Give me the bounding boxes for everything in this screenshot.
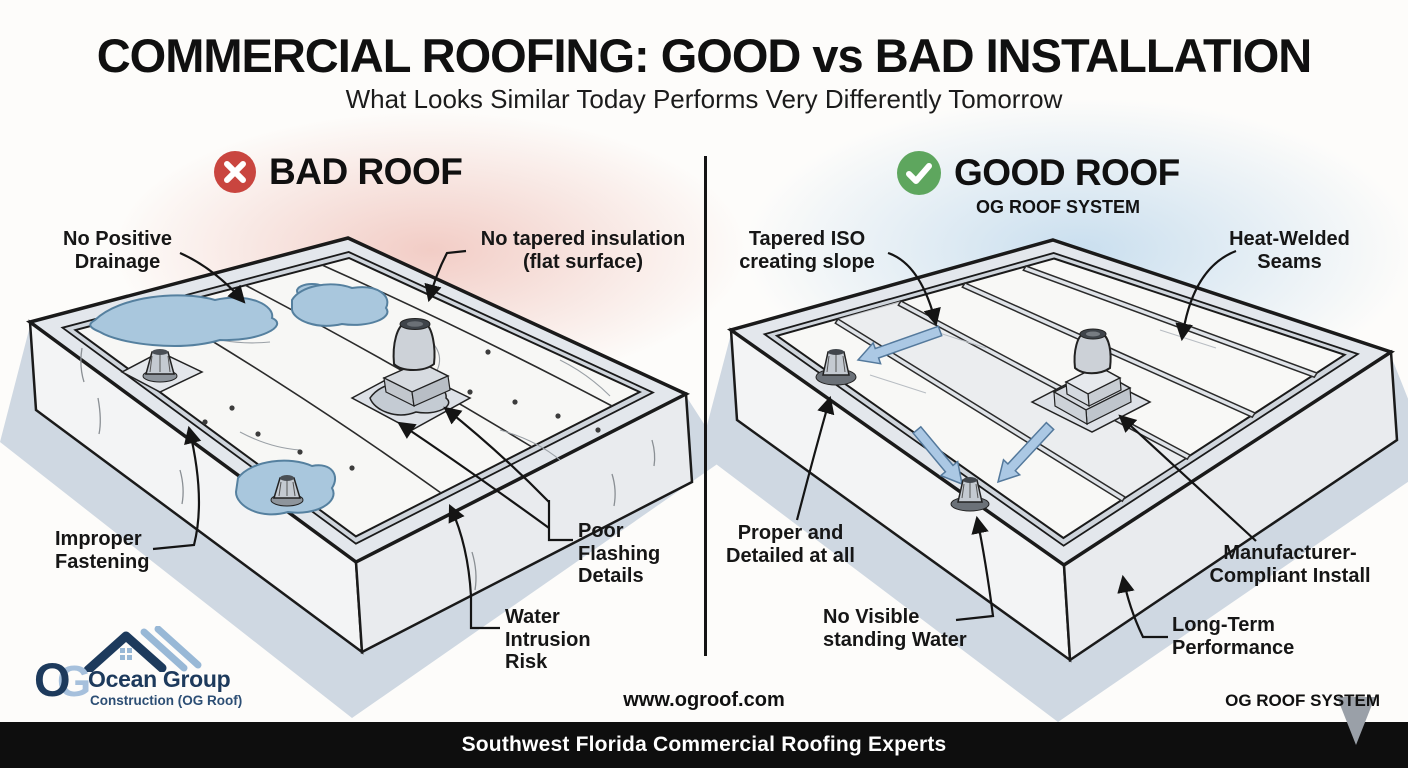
logo-letter-g: G: [57, 657, 92, 706]
bad-roof-title: BAD ROOF: [269, 151, 463, 192]
good-roof-drain-upper: [815, 349, 857, 386]
website-link[interactable]: www.ogroof.com: [623, 689, 785, 711]
ponding-water: [89, 283, 389, 516]
label-poor-flashing: Poor Flashing Details: [578, 520, 661, 588]
down-triangle-pointer-icon: [1337, 697, 1375, 745]
wall-cracks: [80, 347, 656, 591]
ocean-group-logo: G O Ocean Group Construction (OG Roof): [30, 624, 245, 718]
callout-leader-lines: [152, 249, 1257, 639]
good-roof-drain-lower: [950, 477, 990, 512]
roof-logo-icon: [83, 626, 202, 672]
footer-text: Southwest Florida Commercial Roofing Exp…: [461, 733, 947, 756]
good-roof-header: GOOD ROOF: [896, 150, 1180, 196]
label-proper-detailed: Proper and Detailed at all: [726, 522, 855, 567]
logo-letter-o: O: [34, 653, 71, 706]
tapered-iso-band: [838, 301, 1190, 497]
company-tagline: Construction (OG Roof): [90, 693, 243, 708]
x-circle-icon: [214, 151, 256, 193]
bad-roof-drain: [120, 349, 204, 393]
label-manufacturer-compliant: Manufacturer- Compliant Install: [1209, 542, 1371, 587]
exposed-fasteners: [202, 349, 601, 471]
label-tapered-iso: Tapered ISO creating slope: [739, 228, 875, 273]
water-flow-arrows: [856, 325, 1055, 486]
page-subtitle: What Looks Similar Today Performs Very D…: [345, 84, 1063, 114]
bad-roof-header: BAD ROOF: [213, 150, 463, 194]
label-no-tapered-insulation: No tapered insulation (flat surface): [480, 228, 686, 273]
page-title: COMMERCIAL ROOFING: GOOD vs BAD INSTALLA…: [96, 29, 1313, 82]
label-long-term-performance: Long-Term Performance: [1172, 614, 1295, 659]
og-roof-system-label: OG ROOF SYSTEM: [1225, 691, 1380, 710]
footer-banner: Southwest Florida Commercial Roofing Exp…: [0, 722, 1408, 768]
company-name: Ocean Group: [88, 666, 231, 692]
label-no-positive-drainage: No Positive Drainage: [63, 228, 172, 273]
label-heat-welded-seams: Heat-Welded Seams: [1229, 228, 1350, 273]
bad-roof-illustration: [0, 236, 726, 718]
check-circle-icon: [897, 151, 941, 195]
label-water-intrusion: Water Intrusion Risk: [505, 606, 591, 674]
label-no-standing-water: No Visible standing Water: [823, 606, 967, 651]
good-roof-title: GOOD ROOF: [954, 152, 1180, 193]
label-improper-fastening: Improper Fastening: [55, 528, 150, 573]
bad-roof-drain-in-puddle: [270, 475, 304, 507]
center-divider: [704, 156, 707, 656]
bad-roof-pipe-boot: [350, 318, 472, 431]
good-roof-system-subtitle: OG ROOF SYSTEM: [975, 197, 1140, 217]
good-roof-illustration: [700, 238, 1408, 722]
